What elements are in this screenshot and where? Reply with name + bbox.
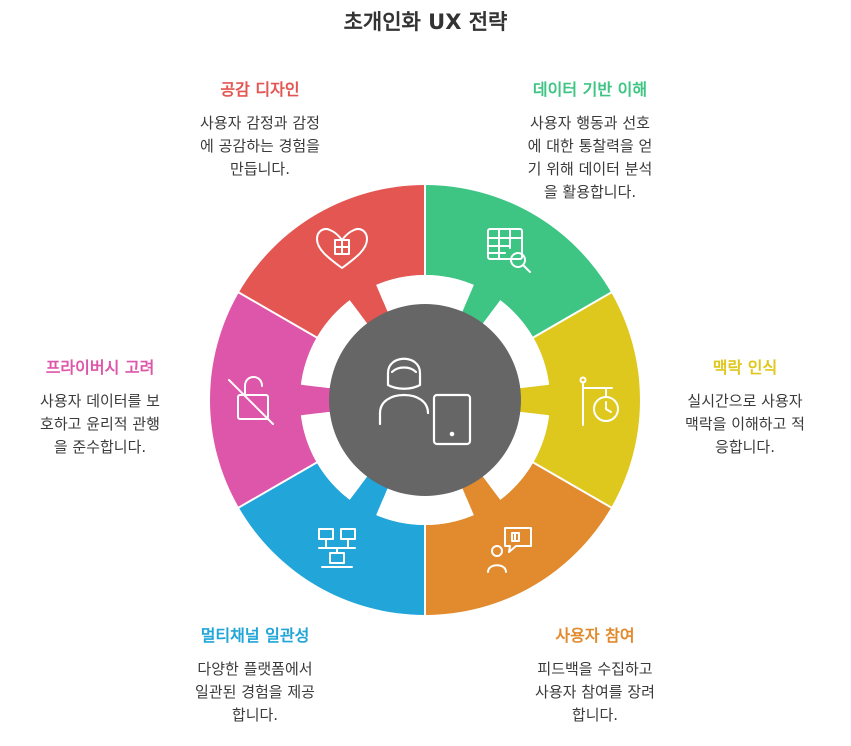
unlock-crossed-icon xyxy=(228,376,274,425)
bridge-context xyxy=(516,384,552,416)
segment-divider xyxy=(531,290,614,340)
page-title: 초개인화 UX 전략 xyxy=(343,10,508,34)
block-omni: 멀티채널 일관성 다양한 플랫폼에서 일관된 경험을 제공 합니다. xyxy=(130,622,380,727)
heading-omni: 멀티채널 일관성 xyxy=(200,626,310,645)
heading-data: 데이터 기반 이해 xyxy=(532,80,648,99)
network-devices-icon xyxy=(318,528,356,568)
bridge-data xyxy=(460,283,502,327)
heart-grid-icon xyxy=(316,228,368,269)
bridge-empathy xyxy=(348,283,390,327)
desc-empathy: 사용자 감정과 감정 에 공감하는 경험을 만듭니다. xyxy=(200,114,320,178)
block-context: 맥락 인식 실시간으로 사용자 맥락을 이해하고 적 응합니다. xyxy=(645,354,845,459)
bridge-privacy xyxy=(298,384,334,416)
segment-divider xyxy=(531,460,614,510)
block-empathy: 공감 디자인 사용자 감정과 감정 에 공감하는 경험을 만듭니다. xyxy=(145,76,375,181)
person-feedback-icon xyxy=(487,527,532,573)
heading-empathy: 공감 디자인 xyxy=(220,80,300,99)
user-tablet-icon xyxy=(378,357,472,446)
segment-divider xyxy=(236,460,319,510)
desc-data: 사용자 행동과 선호 에 대한 통찰력을 얻 기 위해 데이터 분석 을 활용합… xyxy=(527,114,653,201)
segment-privacy xyxy=(209,292,317,508)
heading-engage: 사용자 참여 xyxy=(555,626,635,645)
desc-context: 실시간으로 사용자 맥락을 이해하고 적 응합니다. xyxy=(685,392,805,456)
desc-privacy: 사용자 데이터를 보 호하고 윤리적 관행 을 준수합니다. xyxy=(40,392,160,456)
segment-context xyxy=(533,292,640,508)
desc-omni: 다양한 플랫폼에서 일관된 경험을 제공 합니다. xyxy=(195,660,315,724)
block-privacy: 프라이버시 고려 사용자 데이터를 보 호하고 윤리적 관행 을 준수합니다. xyxy=(0,354,200,459)
segment-divider xyxy=(236,290,319,340)
heading-privacy: 프라이버시 고려 xyxy=(45,358,155,377)
heading-context: 맥락 인식 xyxy=(712,358,778,377)
table-search-icon xyxy=(487,228,531,273)
segment-data xyxy=(425,185,612,338)
desc-engage: 피드백을 수집하고 사용자 참여를 장려 합니다. xyxy=(535,660,655,724)
block-engage: 사용자 참여 피드백을 수집하고 사용자 참여를 장려 합니다. xyxy=(480,622,710,727)
center-disc xyxy=(329,304,521,496)
signpost-clock-icon xyxy=(579,376,619,426)
bridge-engage xyxy=(460,473,502,517)
block-data: 데이터 기반 이해 사용자 행동과 선호 에 대한 통찰력을 얻 기 위해 데이… xyxy=(475,76,705,204)
bridge-omni xyxy=(348,473,390,517)
